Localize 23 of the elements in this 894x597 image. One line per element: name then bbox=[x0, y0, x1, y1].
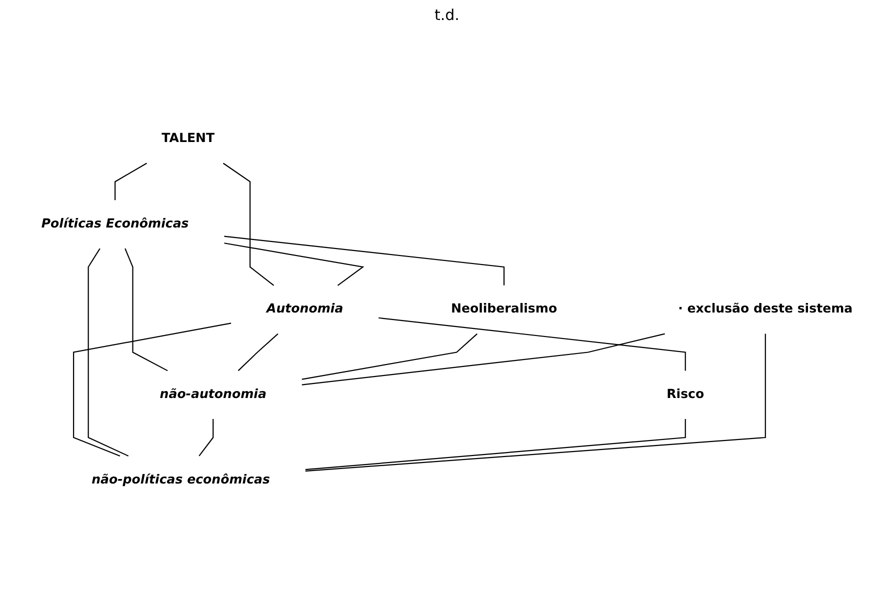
connector bbox=[124, 248, 168, 372]
node-text: Políticas Econômicas bbox=[41, 216, 189, 232]
node-text: não-políticas econômicas bbox=[92, 472, 270, 487]
connector bbox=[198, 418, 214, 456]
node-text: · exclusão deste sistema bbox=[678, 302, 853, 316]
node-text: Autonomia bbox=[266, 302, 344, 316]
connector bbox=[305, 418, 686, 470]
node-text: não-autonomia bbox=[160, 386, 266, 402]
connector bbox=[378, 317, 686, 371]
node-text: TALENT bbox=[162, 131, 215, 146]
connector bbox=[302, 333, 478, 380]
connector bbox=[222, 162, 274, 286]
connector bbox=[224, 236, 505, 286]
connector bbox=[88, 248, 129, 456]
connector bbox=[238, 333, 278, 371]
node-text: Risco bbox=[666, 386, 704, 402]
note-text: t.d. bbox=[434, 6, 460, 24]
node-text: Neoliberalismo bbox=[450, 302, 558, 316]
connector bbox=[302, 333, 665, 386]
connector bbox=[73, 322, 232, 456]
connector bbox=[305, 334, 766, 472]
connector bbox=[224, 242, 364, 286]
connector bbox=[114, 162, 147, 200]
